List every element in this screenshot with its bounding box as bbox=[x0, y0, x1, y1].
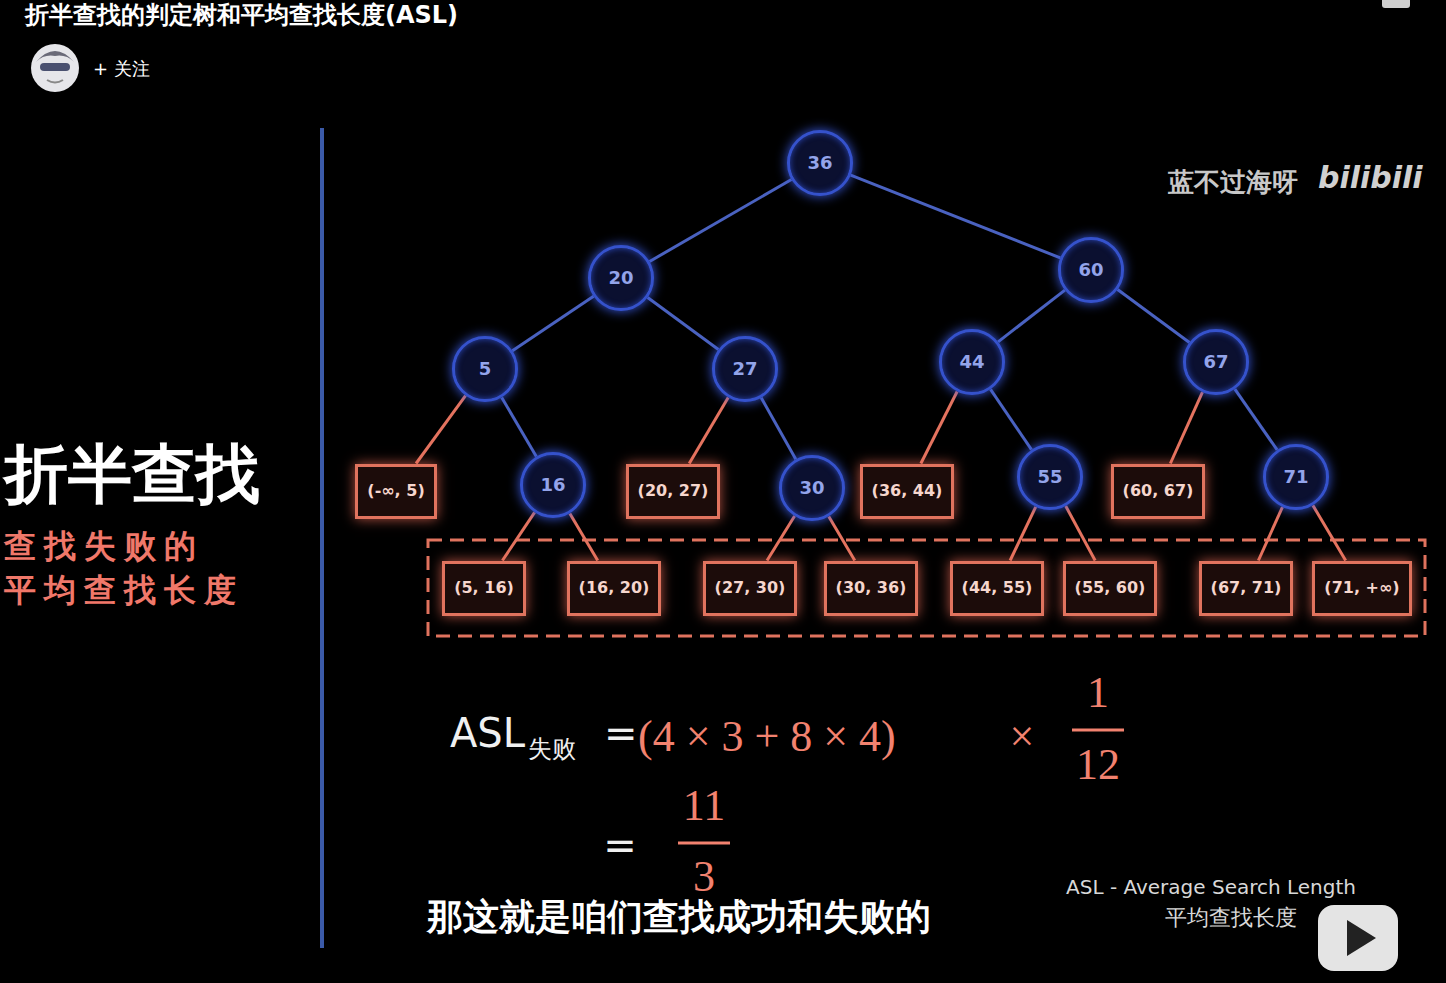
formula-equals: = bbox=[604, 710, 638, 756]
tree-branch bbox=[1118, 290, 1190, 343]
follow-button: + 关注 bbox=[93, 59, 150, 80]
section-subheading: 平均查找长度 bbox=[4, 572, 244, 609]
tree-branch bbox=[1235, 389, 1277, 450]
failure-interval-box: (67, 71) bbox=[1199, 561, 1294, 616]
formula-term: (4 × 3 + 8 × 4) bbox=[638, 712, 896, 763]
tree-branch bbox=[648, 298, 719, 350]
failure-branch bbox=[570, 513, 598, 560]
failure-interval-box: (55, 60) bbox=[1063, 561, 1158, 616]
failure-interval-box: (27, 30) bbox=[703, 561, 798, 616]
formula-equals: = bbox=[603, 822, 637, 868]
failure-interval-box: (30, 36) bbox=[824, 561, 919, 616]
node-text: (5, 16) bbox=[454, 579, 514, 597]
fraction-numerator: 11 bbox=[683, 781, 725, 832]
node-text: 27 bbox=[732, 359, 757, 380]
node-text: (44, 55) bbox=[962, 579, 1033, 597]
fraction-bar bbox=[678, 842, 730, 845]
tree-branch bbox=[991, 389, 1032, 449]
node-text: (71, +∞) bbox=[1324, 579, 1399, 597]
node-text: (55, 60) bbox=[1075, 579, 1146, 597]
node-text: (30, 36) bbox=[836, 579, 907, 597]
failure-branch bbox=[829, 516, 855, 560]
failure-interval-box: (60, 67) bbox=[1111, 464, 1206, 519]
section-subheading: 查找失败的 bbox=[4, 528, 204, 565]
tree-node-circle: 44 bbox=[939, 329, 1005, 395]
node-text: 67 bbox=[1203, 352, 1228, 373]
play-button bbox=[1318, 905, 1398, 971]
tree-node-circle: 67 bbox=[1183, 329, 1249, 395]
tree-node-circle: 30 bbox=[779, 455, 845, 521]
formula-operator: × bbox=[1010, 712, 1035, 763]
node-text: 71 bbox=[1283, 467, 1308, 488]
failure-branch bbox=[502, 512, 534, 560]
failure-interval-box: (36, 44) bbox=[860, 464, 955, 519]
failure-interval-box: (5, 16) bbox=[442, 561, 526, 616]
failure-branch bbox=[1010, 507, 1036, 561]
tree-node-circle: 71 bbox=[1263, 444, 1329, 510]
node-text: 60 bbox=[1078, 260, 1103, 281]
tree-node-circle: 55 bbox=[1017, 444, 1083, 510]
failure-interval-box: (16, 20) bbox=[567, 561, 662, 616]
failure-branch bbox=[1170, 392, 1202, 463]
failure-branch bbox=[1313, 505, 1346, 560]
fraction-bar bbox=[1072, 729, 1124, 732]
tree-branch bbox=[761, 398, 796, 459]
fraction-denominator: 3 bbox=[693, 852, 715, 903]
tree-node-circle: 36 bbox=[787, 130, 853, 196]
formula-symbol: ASL bbox=[450, 710, 525, 756]
tree-branch bbox=[502, 397, 537, 456]
failure-branch bbox=[689, 397, 728, 463]
term-note: 平均查找长度 bbox=[1165, 905, 1297, 930]
formula-subscript: 失败 bbox=[528, 736, 576, 764]
node-text: (67, 71) bbox=[1211, 579, 1282, 597]
comment-icon bbox=[1382, 0, 1410, 8]
failure-interval-box: (20, 27) bbox=[626, 464, 721, 519]
subtitle: 那这就是咱们查找成功和失败的 bbox=[427, 896, 931, 937]
node-text: 55 bbox=[1037, 467, 1062, 488]
failure-branch bbox=[1066, 506, 1095, 560]
dashed-group-box bbox=[428, 540, 1425, 636]
node-text: 20 bbox=[608, 268, 633, 289]
tree-node-circle: 60 bbox=[1058, 237, 1124, 303]
tree-node-circle: 5 bbox=[452, 336, 518, 402]
failure-branch bbox=[767, 516, 795, 560]
node-text: 44 bbox=[959, 352, 984, 373]
failure-interval-box: (-∞, 5) bbox=[355, 464, 437, 519]
node-text: 5 bbox=[479, 359, 492, 380]
tree-branch bbox=[998, 290, 1065, 342]
tree-branch bbox=[512, 296, 593, 350]
divider-line bbox=[320, 128, 324, 948]
tree-node-circle: 20 bbox=[588, 245, 654, 311]
tree-node-circle: 27 bbox=[712, 336, 778, 402]
node-text: 16 bbox=[540, 475, 565, 496]
node-text: 30 bbox=[799, 478, 824, 499]
node-text: (-∞, 5) bbox=[367, 482, 424, 500]
avatar bbox=[31, 44, 79, 92]
failure-branch bbox=[416, 396, 465, 464]
watermark-logo: bilibili bbox=[1318, 161, 1423, 196]
failure-branch bbox=[1258, 507, 1282, 560]
node-text: (60, 67) bbox=[1123, 482, 1194, 500]
node-text: (16, 20) bbox=[579, 579, 650, 597]
term-note: ASL - Average Search Length bbox=[1066, 876, 1356, 899]
fraction-denominator: 12 bbox=[1076, 740, 1120, 791]
node-text: 36 bbox=[807, 153, 832, 174]
node-text: (27, 30) bbox=[715, 579, 786, 597]
node-text: (20, 27) bbox=[638, 482, 709, 500]
failure-interval-box: (71, +∞) bbox=[1312, 561, 1411, 616]
tree-branch bbox=[851, 175, 1061, 258]
failure-interval-box: (44, 55) bbox=[950, 561, 1045, 616]
tree-node-circle: 16 bbox=[520, 452, 586, 518]
node-text: (36, 44) bbox=[872, 482, 943, 500]
tree-branch bbox=[650, 180, 792, 262]
failure-branch bbox=[921, 391, 957, 463]
section-heading: 折半查找 bbox=[4, 438, 260, 512]
watermark: 蓝不过海呀 bbox=[1168, 168, 1298, 198]
video-title: 折半查找的判定树和平均查找长度(ASL) bbox=[25, 2, 458, 30]
fraction-numerator: 1 bbox=[1087, 668, 1109, 719]
